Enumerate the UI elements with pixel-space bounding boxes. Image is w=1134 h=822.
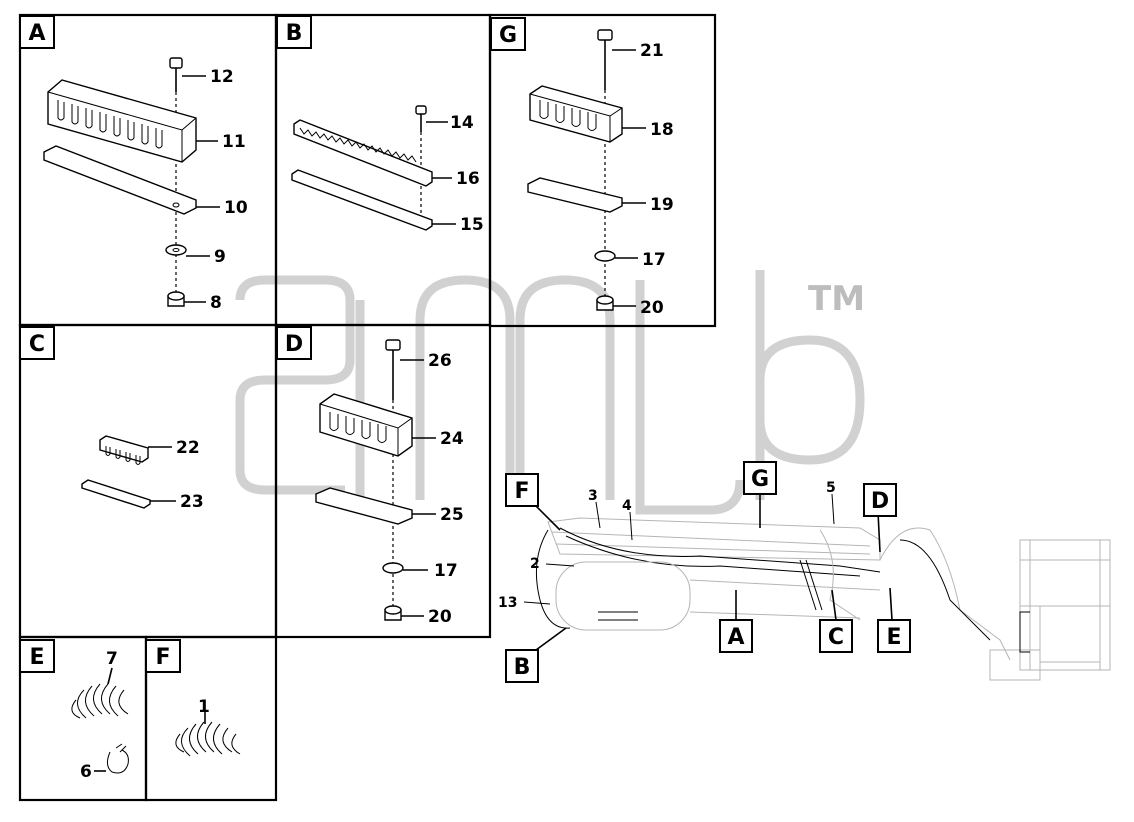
svg-text:F: F	[514, 479, 529, 504]
panel-C-drawing: 22 23	[81, 435, 204, 512]
panel-tag-A: A	[19, 15, 55, 49]
overview-tag-A: A	[719, 619, 753, 653]
svg-text:E: E	[29, 645, 44, 670]
overview-callout-3: 3	[588, 488, 598, 504]
callout-16: 16	[456, 169, 480, 189]
watermark-tm: TM	[808, 279, 865, 319]
svg-text:C: C	[29, 332, 45, 357]
overview-callout-2: 2	[530, 556, 540, 572]
callout-14: 14	[450, 113, 474, 133]
callout-20-g: 20	[640, 298, 664, 318]
callout-9: 9	[214, 247, 226, 267]
svg-text:F: F	[155, 645, 170, 670]
overview-tag-D: D	[863, 483, 897, 517]
overview-tag-G: G	[743, 461, 777, 495]
overview-machine	[523, 493, 1111, 681]
overview-tag-F: F	[505, 473, 539, 507]
callout-11: 11	[222, 132, 246, 152]
panel-tag-D: D	[276, 326, 312, 360]
callout-23: 23	[180, 492, 204, 512]
overview-callout-4: 4	[622, 498, 632, 514]
callout-21: 21	[640, 41, 664, 61]
callout-8: 8	[210, 293, 222, 313]
callout-6: 6	[80, 762, 92, 782]
callout-7: 7	[106, 649, 118, 669]
panel-tag-B: B	[276, 15, 312, 49]
panel-tag-G: G	[490, 17, 526, 51]
panel-B-drawing: 14 16 15	[291, 105, 484, 235]
overview-tag-B: B	[505, 649, 539, 683]
panel-tag-C: C	[19, 326, 55, 360]
callout-24: 24	[440, 429, 464, 449]
callout-17-g: 17	[642, 250, 666, 270]
svg-text:G: G	[751, 467, 769, 492]
panel-tag-E: E	[19, 639, 55, 673]
panel-F-drawing: 1	[175, 697, 241, 757]
svg-text:G: G	[499, 23, 517, 48]
svg-text:B: B	[286, 21, 303, 46]
svg-text:A: A	[28, 21, 45, 46]
panel-A-drawing: 12 11 10 9 8	[43, 57, 248, 313]
callout-19: 19	[650, 195, 674, 215]
callout-26: 26	[428, 351, 452, 371]
svg-text:D: D	[871, 489, 889, 514]
overview-tag-E: E	[877, 619, 911, 653]
callout-10: 10	[224, 198, 248, 218]
overview-tag-C: C	[819, 619, 853, 653]
overview-callout-5: 5	[826, 480, 836, 496]
panel-D-drawing: 26 24 25 17 20	[315, 339, 464, 627]
svg-text:E: E	[886, 625, 901, 650]
panel-tag-F: F	[145, 639, 181, 673]
svg-text:C: C	[828, 625, 844, 650]
callout-22: 22	[176, 438, 200, 458]
callout-18: 18	[650, 120, 674, 140]
callout-20-d: 20	[428, 607, 452, 627]
panel-borders	[18, 13, 717, 802]
panel-E-drawing: 7 6	[71, 649, 129, 782]
callout-17-d: 17	[434, 561, 458, 581]
svg-text:D: D	[285, 332, 303, 357]
overview-callout-13: 13	[498, 595, 517, 611]
svg-text:A: A	[727, 625, 744, 650]
callout-1: 1	[198, 697, 210, 717]
callout-15: 15	[460, 215, 484, 235]
panel-G-drawing: 21 18 19 17 20	[527, 29, 674, 318]
svg-text:B: B	[514, 655, 531, 680]
callout-25: 25	[440, 505, 464, 525]
callout-12: 12	[210, 67, 234, 87]
